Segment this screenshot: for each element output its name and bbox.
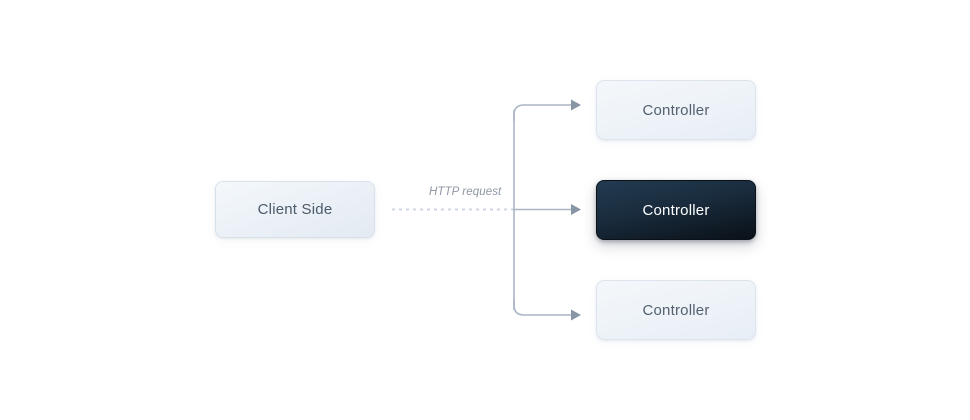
node-controller-active[interactable]: Controller [596,180,756,240]
edge-label-http-request: HTTP request [429,186,502,198]
node-controller-bottom[interactable]: Controller [596,280,756,340]
node-controller-top-label: Controller [642,101,710,119]
branch-arm-bottom [513,298,573,316]
node-controller-bottom-label: Controller [642,301,710,319]
node-client-side[interactable]: Client Side [215,181,375,238]
node-controller-top[interactable]: Controller [596,80,756,140]
branch-arm-top [513,104,573,122]
arrowhead-top [571,99,581,111]
node-controller-active-label: Controller [642,201,710,219]
arrowhead-middle [571,204,581,215]
node-client-side-label: Client Side [257,201,333,218]
arrowhead-bottom [571,309,581,321]
